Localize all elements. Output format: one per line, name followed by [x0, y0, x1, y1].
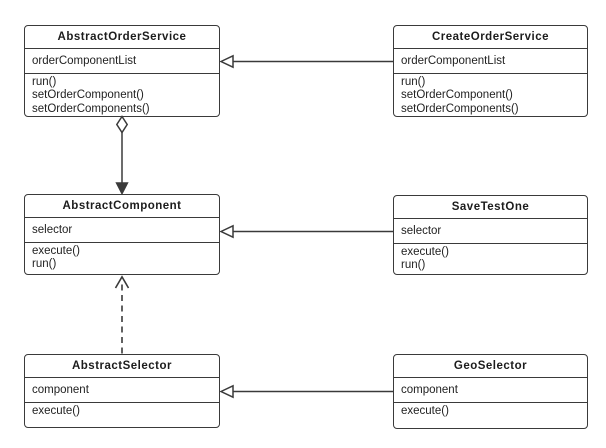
class-attributes-section: orderComponentList: [25, 49, 219, 74]
class-box-abstract-selector: AbstractSelector component execute(): [24, 354, 220, 428]
class-method: setOrderComponent(): [401, 89, 513, 102]
class-box-create-order-service: CreateOrderService orderComponentList ru…: [393, 25, 588, 117]
class-box-save-test-one: SaveTestOne selector execute() run(): [393, 195, 588, 275]
class-attributes-section: selector: [25, 218, 219, 243]
class-method: run(): [32, 258, 57, 271]
class-method: setOrderComponents(): [401, 102, 519, 115]
class-box-abstract-order-service: AbstractOrderService orderComponentList …: [24, 25, 220, 117]
class-attribute: orderComponentList: [401, 55, 506, 67]
class-box-geo-selector: GeoSelector component execute(): [393, 354, 588, 429]
class-method: execute(): [32, 405, 80, 417]
class-attribute: component: [32, 384, 89, 396]
class-method: execute(): [32, 245, 80, 257]
class-methods-section: run() setOrderComponent() setOrderCompon…: [25, 74, 219, 116]
class-attributes-section: selector: [394, 219, 587, 244]
class-methods-section: execute() run(): [25, 243, 219, 272]
generalization-arrow-geoselector-to-abstractselector: [219, 384, 393, 399]
class-method: setOrderComponents(): [32, 102, 150, 115]
class-method: run(): [32, 76, 57, 88]
class-box-abstract-component: AbstractComponent selector execute() run…: [24, 194, 220, 275]
class-title: AbstractComponent: [25, 195, 219, 218]
class-methods-section: execute(): [394, 403, 587, 418]
class-attribute: component: [401, 384, 458, 396]
class-title: SaveTestOne: [394, 196, 587, 219]
generalization-arrow-savetestone-to-abstractcomponent: [219, 224, 393, 239]
generalization-arrow-createorderservice-to-abstractorderservice: [219, 54, 393, 69]
dependency-arrow-abstractselector-to-abstractcomponent: [114, 275, 130, 354]
class-attribute: selector: [32, 224, 73, 236]
class-attributes-section: component: [25, 378, 219, 403]
class-method: setOrderComponent(): [32, 89, 144, 102]
class-method: run(): [401, 76, 426, 88]
class-attributes-section: orderComponentList: [394, 49, 587, 74]
class-method: run(): [401, 259, 426, 272]
class-title: AbstractOrderService: [25, 26, 219, 49]
class-attributes-section: component: [394, 378, 587, 403]
class-title: AbstractSelector: [25, 355, 219, 378]
class-title: CreateOrderService: [394, 26, 587, 49]
class-method: execute(): [401, 246, 449, 258]
class-methods-section: run() setOrderComponent() setOrderCompon…: [394, 74, 587, 116]
class-attribute: orderComponentList: [32, 55, 137, 67]
class-attribute: selector: [401, 225, 442, 237]
class-methods-section: execute() run(): [394, 244, 587, 273]
aggregation-arrow-abstractorderservice-to-abstractcomponent: [115, 115, 129, 196]
class-method: execute(): [401, 405, 449, 417]
class-methods-section: execute(): [25, 403, 219, 418]
class-title: GeoSelector: [394, 355, 587, 378]
